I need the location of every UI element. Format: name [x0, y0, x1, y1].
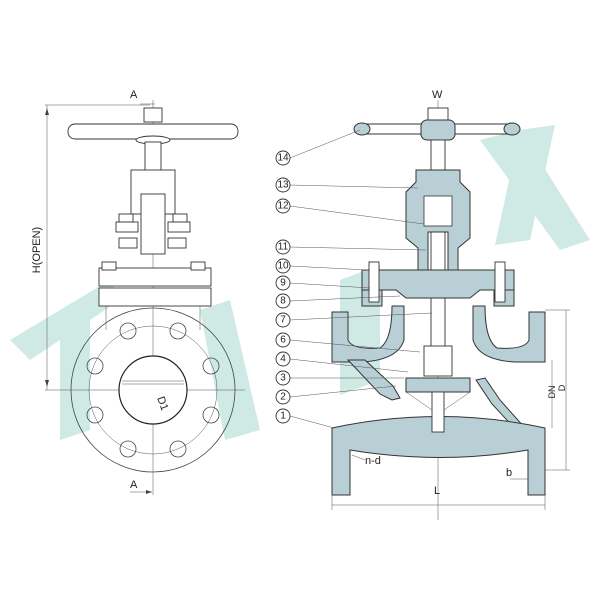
dim-d1: D1	[154, 395, 170, 412]
svg-text:1: 1	[280, 411, 286, 422]
svg-text:7: 7	[280, 315, 286, 326]
callout-1: 1	[275, 408, 335, 429]
callout-3: 3	[275, 370, 404, 386]
bolt-holes	[86, 322, 220, 458]
svg-text:13: 13	[277, 180, 289, 191]
callout-7: 7	[275, 312, 433, 328]
callout-9: 9	[275, 275, 371, 291]
dim-h-open: H(OPEN)	[31, 227, 43, 273]
section-a-top: A	[130, 89, 138, 101]
right-view: W DN D	[331, 89, 570, 520]
dim-n-d: n-d	[365, 455, 381, 467]
svg-text:6: 6	[280, 335, 286, 346]
callout-2: 2	[275, 385, 397, 405]
section-a-bottom: A	[130, 479, 138, 491]
callout-12: 12	[275, 198, 425, 225]
svg-text:8: 8	[280, 296, 286, 307]
svg-text:10: 10	[277, 261, 289, 272]
callout-10: 10	[275, 258, 369, 274]
callout-8: 8	[275, 293, 401, 309]
dim-l: L	[434, 485, 440, 497]
svg-text:2: 2	[280, 392, 286, 403]
callout-4: 4	[275, 351, 409, 373]
dim-dn: DN	[547, 386, 557, 399]
callout-13: 13	[275, 177, 419, 193]
svg-text:12: 12	[277, 201, 289, 212]
left-view: H(OPEN) A	[31, 89, 245, 495]
svg-text:11: 11	[278, 242, 289, 253]
callout-6: 6	[275, 332, 421, 353]
dim-b: b	[506, 467, 512, 479]
callout-14: 14	[275, 129, 361, 166]
svg-text:9: 9	[280, 278, 286, 289]
svg-text:14: 14	[277, 153, 289, 164]
svg-text:4: 4	[280, 354, 286, 365]
callout-11: 11	[275, 239, 427, 255]
callouts: 14 13 12 11 10 9 8 7 6 4 3 2 1	[275, 129, 433, 429]
dim-d: D	[557, 384, 567, 391]
dim-w: W	[432, 89, 443, 101]
svg-text:3: 3	[280, 373, 286, 384]
